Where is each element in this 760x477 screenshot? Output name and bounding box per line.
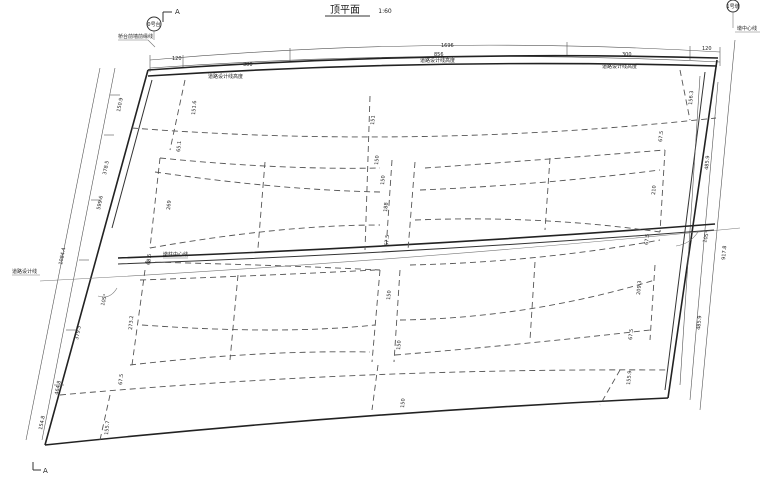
svg-text:120: 120	[172, 56, 182, 62]
drawing-title: 顶平面	[330, 4, 360, 16]
svg-text:1号墩: 1号墩	[726, 3, 739, 10]
svg-text:150: 150	[396, 340, 403, 350]
angle-mark-right: 105°	[675, 230, 711, 247]
interior-dimensions: 151.6 65.1 269 68.6 273.2 67.5 155.7 151…	[104, 90, 695, 435]
bridge-center-line-label: 墩柱中心线	[163, 251, 188, 259]
pier-center-line-label: 墩中心线	[735, 25, 760, 33]
svg-text:105°: 105°	[702, 230, 711, 244]
svg-text:墩柱中心线: 墩柱中心线	[163, 251, 188, 258]
abutment-line-label: 桥台前墙前缘线	[118, 33, 156, 48]
svg-text:188: 188	[383, 202, 390, 212]
svg-text:道路设计线高度: 道路设计线高度	[420, 57, 455, 64]
section-mark-bottom: A	[32, 462, 48, 475]
svg-text:464.8: 464.8	[54, 380, 63, 395]
svg-text:墩中心线: 墩中心线	[737, 25, 757, 32]
svg-text:67.5: 67.5	[628, 329, 635, 341]
svg-text:300: 300	[243, 62, 253, 68]
svg-text:道路设计线高度: 道路设计线高度	[602, 63, 637, 70]
svg-text:485.9: 485.9	[696, 315, 703, 330]
section-mark-top: A	[162, 8, 180, 22]
svg-text:154.8: 154.8	[38, 415, 47, 430]
drawing-scale: 1:60	[378, 8, 392, 15]
svg-text:273.2: 273.2	[128, 315, 135, 330]
svg-text:150: 150	[400, 398, 407, 408]
svg-text:67.5: 67.5	[118, 374, 125, 386]
left-dimension-chain: 150.9 378.5 1084.4 599.6 379.5 464.8 154…	[25, 67, 125, 441]
axis-tag-pier: 1号墩	[726, 0, 740, 28]
svg-text:599.6: 599.6	[96, 195, 105, 210]
svg-text:0号台: 0号台	[147, 21, 160, 28]
svg-text:150: 150	[374, 155, 381, 165]
svg-text:485.9: 485.9	[704, 155, 711, 170]
svg-text:156.3: 156.3	[688, 90, 695, 105]
svg-text:A: A	[175, 8, 180, 16]
svg-text:150.9: 150.9	[116, 97, 125, 112]
svg-text:155.7: 155.7	[104, 420, 111, 435]
svg-text:210: 210	[651, 185, 658, 195]
axis-tag-abutment: 0号台	[146, 16, 162, 40]
svg-text:67.5: 67.5	[644, 234, 651, 246]
top-dimension-chain: 120 120 1696 300 300 856 道路设计线高度 道路设计线高度…	[149, 42, 721, 80]
svg-text:856: 856	[434, 52, 444, 58]
road-center-lines	[39, 223, 741, 282]
svg-text:120: 120	[702, 46, 712, 52]
svg-text:105°: 105°	[100, 293, 109, 307]
svg-text:917.8: 917.8	[721, 245, 728, 260]
svg-text:桥台前墙前缘线: 桥台前墙前缘线	[118, 33, 153, 40]
deck-outline	[44, 54, 719, 446]
svg-text:道路设计线: 道路设计线	[12, 268, 37, 275]
svg-text:A: A	[43, 467, 48, 475]
svg-text:379.5: 379.5	[74, 325, 83, 340]
svg-text:300: 300	[622, 52, 632, 58]
svg-text:1084.4: 1084.4	[58, 247, 67, 265]
dashed-internal-lines	[59, 69, 717, 441]
svg-text:1696: 1696	[441, 43, 454, 49]
svg-text:151.6: 151.6	[191, 100, 198, 115]
svg-text:150: 150	[386, 290, 393, 300]
svg-text:150: 150	[380, 175, 387, 185]
right-dimension-chain: 485.9 485.9 917.8	[679, 39, 736, 411]
svg-text:65.1: 65.1	[176, 141, 183, 153]
svg-text:209.3: 209.3	[636, 280, 643, 295]
svg-text:67.5: 67.5	[658, 131, 665, 143]
angle-mark-left: 105°	[97, 287, 118, 307]
svg-text:67.5: 67.5	[384, 235, 391, 247]
svg-text:269: 269	[166, 200, 173, 210]
road-design-line-label: 道路设计线	[12, 268, 40, 276]
svg-text:151: 151	[370, 115, 377, 125]
svg-text:378.5: 378.5	[102, 160, 111, 175]
svg-text:155.9: 155.9	[626, 370, 633, 385]
svg-text:道路设计线高度: 道路设计线高度	[208, 73, 243, 80]
svg-text:68.6: 68.6	[146, 254, 153, 266]
